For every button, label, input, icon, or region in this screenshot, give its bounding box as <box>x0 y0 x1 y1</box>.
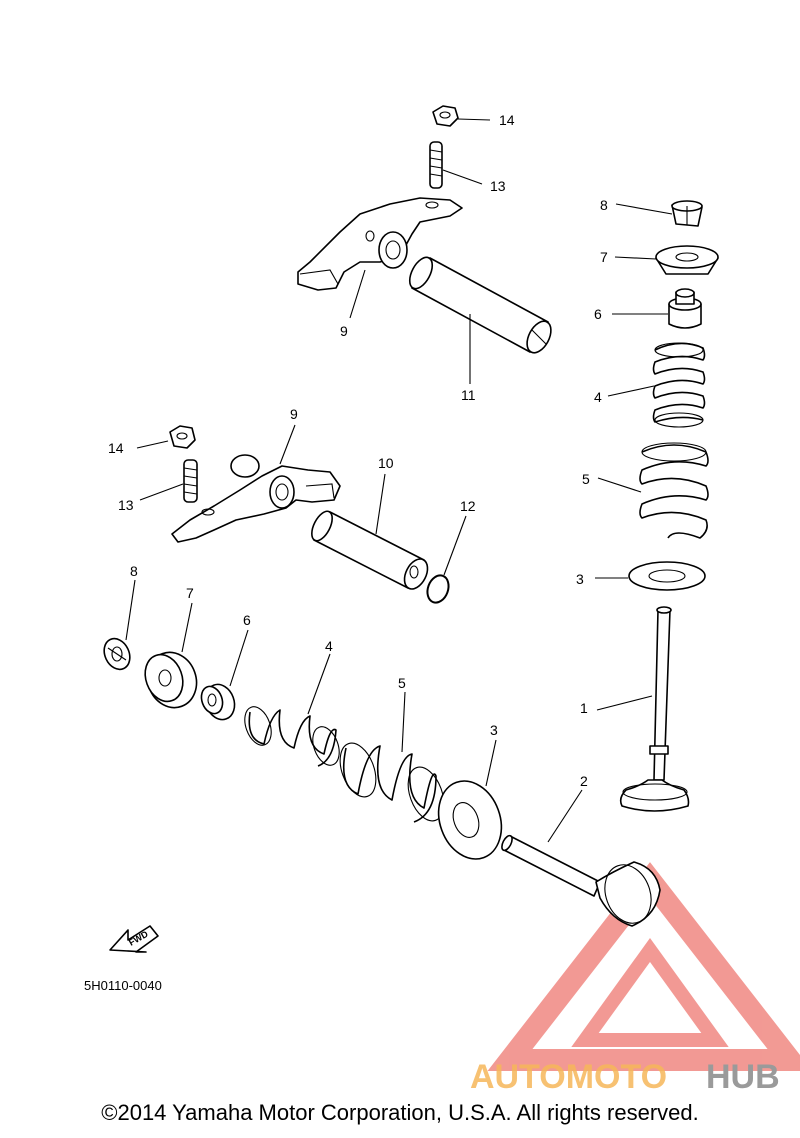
callout-10: 10 <box>378 455 394 471</box>
part-13-screw-upper <box>429 141 483 189</box>
part-10-rocker-shaft-lower <box>311 473 429 590</box>
callout-13-lower: 13 <box>118 497 134 513</box>
part-7-spring-retainer-right <box>614 245 719 275</box>
callout-14-upper: 14 <box>499 112 515 128</box>
part-2-valve-diagonal <box>501 789 661 927</box>
part-3-spring-seat-right <box>595 561 706 591</box>
callout-9-lower: 9 <box>290 406 298 422</box>
part-5-outer-spring-left <box>339 691 445 823</box>
callout-9-upper: 9 <box>340 323 348 339</box>
callout-13-upper: 13 <box>490 178 506 194</box>
part-12-o-ring <box>426 515 467 604</box>
callout-6-left: 6 <box>243 612 251 628</box>
part-6-valve-stem-seal-right <box>612 288 702 329</box>
copyright-notice: ©2014 Yamaha Motor Corporation, U.S.A. A… <box>101 1100 699 1125</box>
part-4-inner-spring-left <box>244 653 340 767</box>
callout-5-right: 5 <box>582 471 590 487</box>
callout-7-right: 7 <box>600 249 608 265</box>
part-1-valve-vertical <box>596 606 690 812</box>
part-13-screw-lower <box>139 459 198 503</box>
part-14-nut-lower <box>136 425 196 449</box>
callout-14-lower: 14 <box>108 440 124 456</box>
wordmark-part-b: HUB <box>706 1058 780 1096</box>
wordmark-part-a: AUTOMOTO <box>470 1058 667 1096</box>
part-3-spring-seat-left <box>437 739 503 860</box>
callout-2: 2 <box>580 773 588 789</box>
part-9-rocker-arm-upper <box>297 197 463 319</box>
part-8-valve-cotter-right <box>615 200 703 227</box>
callout-12: 12 <box>460 498 476 514</box>
part-4-inner-spring-right <box>607 342 706 428</box>
part-11-rocker-shaft-upper <box>408 256 552 384</box>
callout-5-left: 5 <box>398 675 406 691</box>
callout-7-left: 7 <box>186 585 194 601</box>
part-9-rocker-arm-lower <box>171 424 341 543</box>
callout-3-left: 3 <box>490 722 498 738</box>
automotohub-logo <box>487 862 800 1071</box>
callout-8-right: 8 <box>600 197 608 213</box>
callout-6-right: 6 <box>594 306 602 322</box>
fwd-direction-arrow: FWD <box>109 925 159 953</box>
callout-11: 11 <box>461 387 476 403</box>
callout-1: 1 <box>580 700 588 716</box>
part-8-valve-cotter-left <box>103 579 136 671</box>
diagram-code: 5H0110-0040 <box>84 978 162 993</box>
part-7-spring-retainer-left <box>144 602 198 709</box>
callout-8-left: 8 <box>130 563 138 579</box>
part-5-outer-spring-right <box>597 442 709 539</box>
automotohub-wordmark: AUTOMOTO HUB <box>470 1058 780 1096</box>
callout-4-left: 4 <box>325 638 333 654</box>
callout-3-right: 3 <box>576 571 584 587</box>
part-6-valve-stem-seal-left <box>200 629 249 721</box>
callout-4-right: 4 <box>594 389 602 405</box>
part-14-nut-upper <box>432 105 491 127</box>
